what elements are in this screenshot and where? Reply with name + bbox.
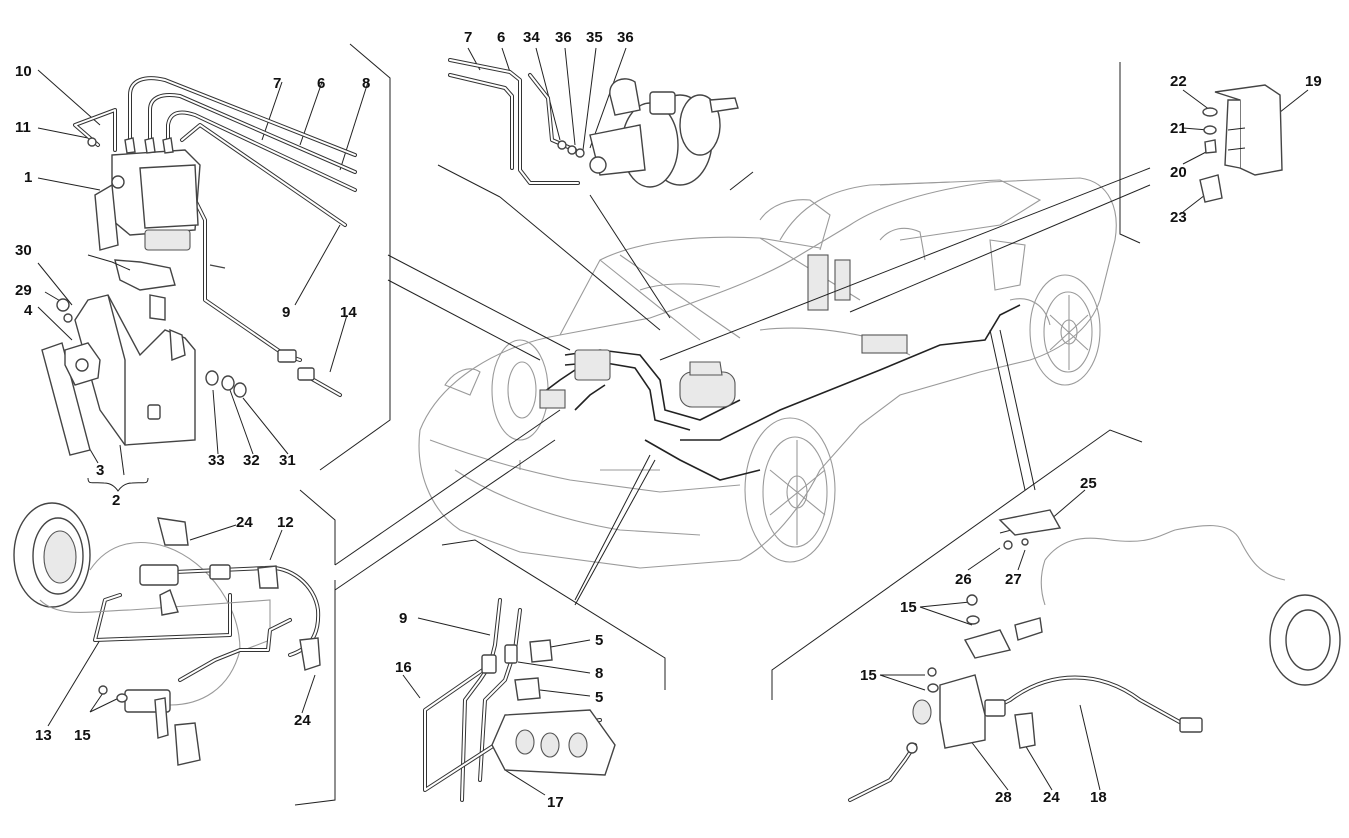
callout-1: 1 [24, 169, 33, 186]
rear-sensor-assembly [848, 509, 1341, 802]
mounting-bracket-assembly [1199, 84, 1283, 203]
callout-6-top-left: 6 [317, 75, 326, 92]
callout-24-bottom-right: 24 [1043, 789, 1060, 806]
callout-33: 33 [208, 452, 225, 469]
callout-35: 35 [586, 29, 603, 46]
callout-4: 4 [24, 302, 33, 319]
callout-15-bottom-right-lower: 15 [860, 667, 877, 684]
callout-19: 19 [1305, 73, 1322, 90]
callout-25: 25 [1080, 475, 1097, 492]
master-cylinder-assembly [448, 58, 739, 188]
callout-32: 32 [243, 452, 260, 469]
callout-5-lower: 5 [595, 689, 604, 706]
leader-lines [37, 43, 1309, 806]
callout-29: 29 [15, 282, 32, 299]
front-sensor-assembly [13, 502, 321, 766]
callout-7-top-left: 7 [273, 75, 282, 92]
callout-18: 18 [1090, 789, 1107, 806]
callout-3: 3 [96, 462, 105, 479]
callout-24-bottom-left-bottom: 24 [294, 712, 311, 729]
callout-6-top-center: 6 [497, 29, 506, 46]
car-brake-lines [539, 254, 1021, 481]
callout-22: 22 [1170, 73, 1187, 90]
callout-12: 12 [277, 514, 294, 531]
callout-30: 30 [15, 242, 32, 259]
callout-10: 10 [15, 63, 32, 80]
callout-9-top-left: 9 [282, 304, 291, 321]
car-illustration [418, 177, 1117, 569]
callout-15-bottom-right-upper: 15 [900, 599, 917, 616]
callout-36-right: 36 [617, 29, 634, 46]
callout-9-bottom-center: 9 [399, 610, 408, 627]
callout-27: 27 [1005, 571, 1022, 588]
callout-28: 28 [995, 789, 1012, 806]
callout-34: 34 [523, 29, 540, 46]
callout-31: 31 [279, 452, 296, 469]
callout-2: 2 [112, 492, 121, 509]
brake-pipe-clip-assembly [423, 598, 616, 802]
callout-5-upper: 5 [595, 632, 604, 649]
callout-36-left: 36 [555, 29, 572, 46]
callout-24-bottom-left-top: 24 [236, 514, 253, 531]
callout-8-top-left: 8 [362, 75, 371, 92]
callout-15-bottom-left: 15 [74, 727, 91, 744]
callout-13: 13 [35, 727, 52, 744]
callout-23: 23 [1170, 209, 1187, 226]
callout-20: 20 [1170, 164, 1187, 181]
callout-7-top-center: 7 [464, 29, 473, 46]
hcu-unit-assembly [41, 76, 357, 456]
callout-21: 21 [1170, 120, 1187, 137]
callout-14: 14 [340, 304, 357, 321]
callout-11: 11 [15, 119, 31, 136]
callout-17: 17 [547, 794, 564, 811]
callout-26: 26 [955, 571, 972, 588]
callout-16: 16 [395, 659, 412, 676]
callout-8-bottom-center: 8 [595, 665, 604, 682]
